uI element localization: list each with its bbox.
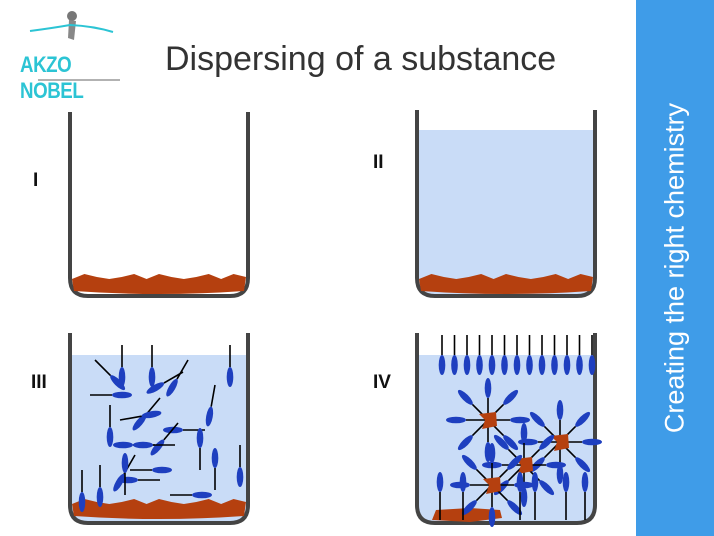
stage-label-1: I bbox=[33, 170, 39, 191]
liquid bbox=[70, 355, 248, 523]
surfactant-molecule bbox=[166, 359, 189, 397]
sediment bbox=[432, 508, 502, 522]
surfactant-molecule bbox=[451, 335, 458, 375]
surfactant-molecule bbox=[121, 453, 129, 495]
dispersion-diagram bbox=[68, 110, 602, 527]
surfactant-molecule bbox=[196, 428, 204, 470]
surfactant-molecule bbox=[226, 345, 234, 387]
surfactant-molecule bbox=[588, 335, 596, 375]
surfactant-molecule bbox=[118, 345, 126, 387]
stage-label-2: II bbox=[373, 152, 384, 173]
beaker-wall bbox=[68, 112, 250, 298]
liquid bbox=[417, 130, 595, 296]
stage-label-3: III bbox=[31, 372, 47, 393]
surfactant-molecule bbox=[501, 335, 508, 375]
surfactant-molecule bbox=[526, 335, 533, 375]
sediment bbox=[72, 274, 246, 294]
dispersed-particle bbox=[551, 434, 569, 451]
surfactant-molecule bbox=[513, 335, 521, 375]
akzo-nobel-logo: AKZO NOBEL bbox=[8, 8, 138, 103]
surfactant-molecule bbox=[205, 384, 216, 427]
surfactant-molecule bbox=[531, 472, 539, 520]
surfactant-molecule bbox=[516, 472, 524, 520]
surfactant-molecule bbox=[562, 472, 570, 520]
surfactant-molecule bbox=[78, 470, 86, 512]
logo-text: AKZO NOBEL bbox=[20, 52, 84, 103]
beaker-stage-3 bbox=[68, 333, 250, 525]
surfactant-molecule bbox=[133, 441, 175, 449]
beaker-stage-4 bbox=[415, 333, 602, 527]
surfactant-molecule bbox=[146, 371, 184, 394]
surfactant-molecule bbox=[90, 391, 132, 399]
surfactant-molecule bbox=[563, 335, 571, 375]
surfactant-molecule bbox=[488, 335, 496, 375]
sediment bbox=[419, 274, 593, 294]
surfactant-molecule bbox=[148, 345, 156, 387]
beaker-stage-1 bbox=[68, 112, 250, 298]
surfactant-molecule bbox=[538, 335, 546, 375]
surfactant-molecule bbox=[463, 335, 471, 375]
beaker-wall bbox=[415, 333, 597, 525]
surfactant-molecule bbox=[438, 335, 446, 375]
surfactant-molecule bbox=[119, 410, 162, 421]
beaker-wall bbox=[68, 333, 250, 525]
surfactant-molecule bbox=[118, 476, 160, 484]
surfactant-molecule bbox=[459, 472, 467, 520]
surfactant-molecule bbox=[576, 335, 583, 375]
surfactant-molecule bbox=[476, 335, 483, 375]
surfactant-molecule bbox=[236, 445, 244, 487]
beaker-stage-2 bbox=[415, 110, 597, 298]
tagline: Creating the right chemistry bbox=[659, 102, 690, 434]
surfactant-molecule bbox=[436, 472, 444, 520]
logo-figure-icon bbox=[29, 11, 120, 81]
slide-title: Dispersing of a substance bbox=[165, 40, 557, 78]
surfactant-molecule bbox=[150, 422, 179, 456]
surfactant-molecule bbox=[170, 491, 212, 499]
stage-label-4: IV bbox=[373, 372, 391, 393]
surfactant-molecule bbox=[446, 416, 488, 424]
surfactant-molecule bbox=[96, 465, 104, 507]
surfactant-molecule bbox=[211, 448, 219, 490]
surfactant-molecule bbox=[551, 335, 558, 375]
brand-panel: Creating the right chemistry bbox=[636, 0, 714, 536]
surfactant-molecule bbox=[106, 405, 114, 447]
surfactant-molecule bbox=[130, 466, 172, 474]
surfactant-molecule bbox=[581, 472, 589, 520]
dispersed-particle bbox=[479, 412, 497, 429]
dispersed-particle bbox=[483, 477, 501, 494]
beaker-wall bbox=[415, 110, 597, 298]
sediment bbox=[72, 499, 246, 519]
